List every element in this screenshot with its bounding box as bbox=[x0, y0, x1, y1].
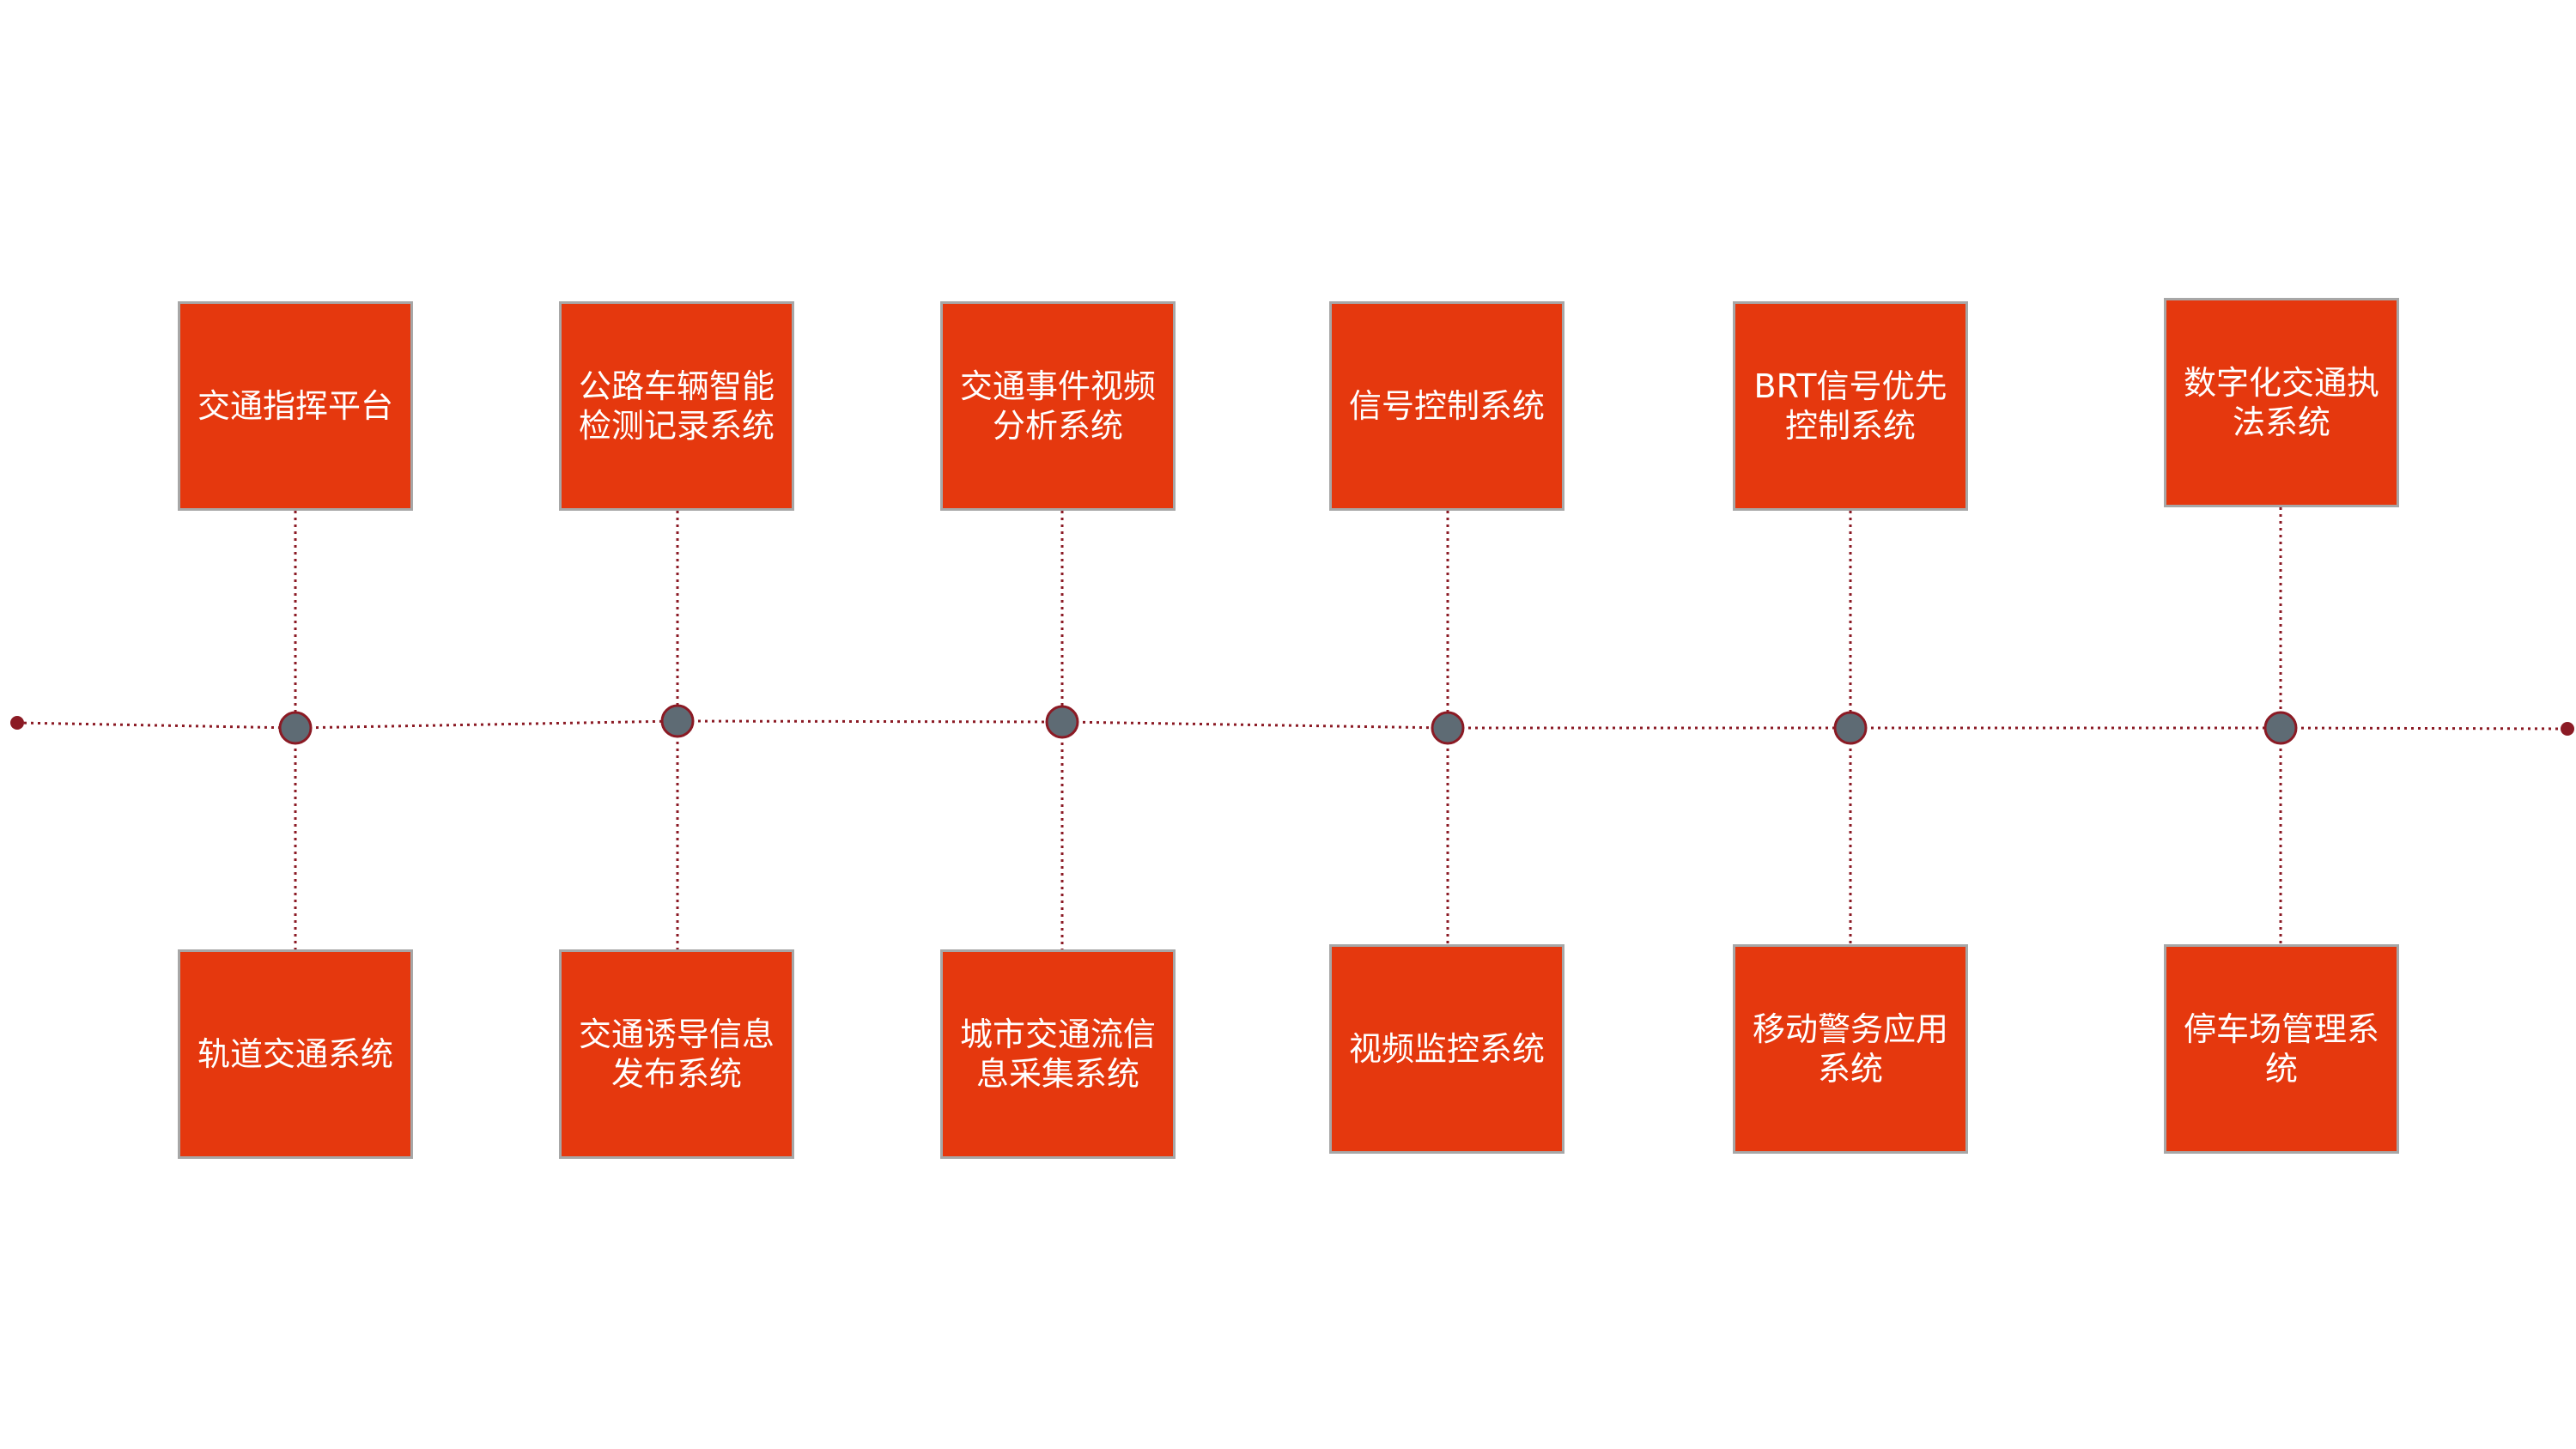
bottom-box-1: 轨道交通系统 bbox=[178, 949, 413, 1159]
top-box-3-label: 交通事件视频分析系统 bbox=[959, 367, 1156, 445]
top-box-4-label: 信号控制系统 bbox=[1348, 387, 1545, 425]
timeline-start-dot bbox=[10, 716, 24, 730]
bottom-box-4: 视频监控系统 bbox=[1329, 944, 1564, 1154]
timeline-node-6 bbox=[2263, 711, 2298, 745]
top-box-5: BRT信号优先控制系统 bbox=[1733, 301, 1968, 511]
bottom-box-6: 停车场管理系统 bbox=[2164, 944, 2399, 1154]
bottom-box-5: 移动警务应用系统 bbox=[1733, 944, 1968, 1154]
top-box-1: 交通指挥平台 bbox=[178, 301, 413, 511]
timeline-node-1 bbox=[278, 711, 313, 745]
bottom-box-2-label: 交通诱导信息发布系统 bbox=[578, 1016, 775, 1093]
top-box-1-label: 交通指挥平台 bbox=[197, 387, 393, 425]
top-box-5-label: BRT信号优先控制系统 bbox=[1753, 367, 1947, 445]
timeline-end-dot bbox=[2561, 722, 2574, 736]
bottom-box-2: 交通诱导信息发布系统 bbox=[559, 949, 794, 1159]
top-box-2: 公路车辆智能检测记录系统 bbox=[559, 301, 794, 511]
top-box-2-label: 公路车辆智能检测记录系统 bbox=[578, 367, 775, 445]
top-box-6: 数字化交通执法系统 bbox=[2164, 298, 2399, 507]
timeline-segment-2 bbox=[295, 719, 678, 730]
timeline-segment-1 bbox=[16, 721, 296, 730]
bottom-box-1-label: 轨道交通系统 bbox=[197, 1035, 393, 1073]
bottom-box-3-label: 城市交通流信息采集系统 bbox=[959, 1016, 1156, 1093]
bottom-box-6-label: 停车场管理系统 bbox=[2183, 1010, 2379, 1088]
timeline-segment-4 bbox=[1061, 720, 1449, 730]
top-box-3: 交通事件视频分析系统 bbox=[940, 301, 1176, 511]
timeline-node-5 bbox=[1833, 711, 1868, 745]
timeline-node-3 bbox=[1045, 705, 1079, 739]
bottom-box-3: 城市交通流信息采集系统 bbox=[940, 949, 1176, 1159]
timeline-node-2 bbox=[660, 704, 695, 738]
bottom-box-4-label: 视频监控系统 bbox=[1348, 1030, 1545, 1068]
top-box-4: 信号控制系统 bbox=[1329, 301, 1564, 511]
top-box-6-label: 数字化交通执法系统 bbox=[2183, 364, 2379, 441]
timeline-node-4 bbox=[1431, 711, 1465, 745]
bottom-box-5-label: 移动警务应用系统 bbox=[1752, 1010, 1948, 1088]
timeline-segment-3 bbox=[677, 719, 1063, 724]
timeline-segment-7 bbox=[2280, 726, 2568, 731]
